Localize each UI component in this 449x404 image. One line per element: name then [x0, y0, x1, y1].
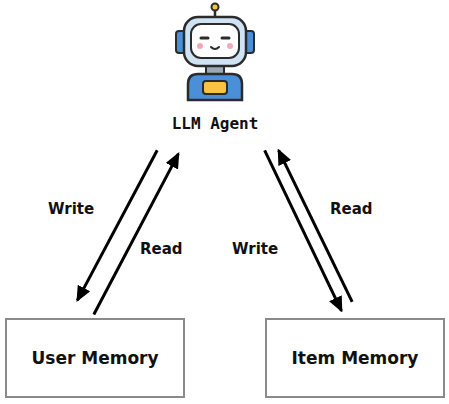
edge-label: Write [48, 200, 94, 218]
arrow-connector [279, 150, 353, 301]
agent-node: LLM Agent [150, 0, 280, 145]
memory-box: User Memory [5, 318, 185, 398]
memory-box: Item Memory [265, 318, 445, 398]
edge-label: Read [330, 200, 373, 218]
robot-icon [174, 2, 256, 102]
arrow-connector [265, 150, 342, 310]
edge-label: Read [140, 240, 183, 258]
box-label: User Memory [31, 348, 158, 368]
edge-label: Write [232, 240, 278, 258]
arrow-connector [77, 150, 157, 300]
box-label: Item Memory [292, 348, 419, 368]
arrow-connector [94, 154, 179, 315]
agent-label: LLM Agent [150, 114, 280, 133]
